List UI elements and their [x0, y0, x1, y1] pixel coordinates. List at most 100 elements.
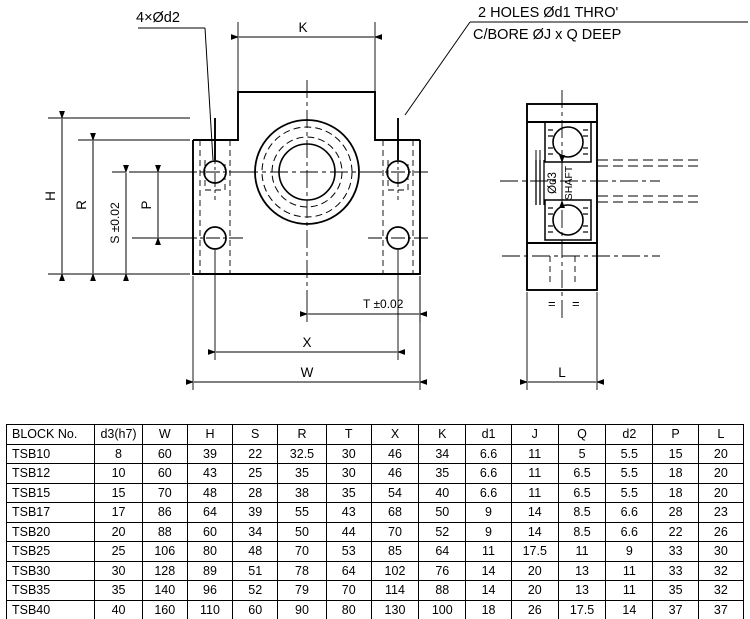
table-cell: 35: [94, 580, 143, 601]
table-cell: 28: [232, 482, 279, 503]
table-cell: 20: [510, 580, 559, 601]
table-cell-block-no: TSB40: [5, 599, 96, 619]
table-cell: 17.5: [557, 599, 607, 619]
table-cell: 13: [557, 560, 607, 581]
table-cell: 68: [370, 502, 420, 523]
table-cell: 35: [277, 463, 327, 484]
table-header-h: H: [186, 424, 234, 445]
table-cell: 52: [232, 580, 279, 601]
table-cell: 76: [418, 560, 467, 581]
label-shaft: SHAFT: [563, 165, 575, 200]
table-cell: 14: [510, 502, 559, 523]
corner-mounting-holes: [203, 160, 410, 250]
table-cell-block-no: TSB30: [5, 560, 96, 581]
table-cell: 8: [94, 443, 143, 464]
table-cell: 52: [418, 521, 467, 542]
table-cell: 30: [697, 541, 745, 562]
label-dimension-k: K: [298, 20, 307, 35]
step-edge-marks: [214, 118, 399, 160]
dimension-k: [231, 22, 382, 92]
dimension-h: [48, 111, 190, 281]
table-cell: 26: [697, 521, 745, 542]
table-cell: 14: [465, 580, 512, 601]
table-cell: 37: [697, 599, 745, 619]
table-cell: 130: [370, 599, 420, 619]
table-cell: 40: [94, 599, 143, 619]
table-cell: 23: [697, 502, 745, 523]
table-cell: 18: [652, 482, 699, 503]
table-cell: 86: [141, 502, 188, 523]
table-cell: 80: [186, 541, 234, 562]
table-cell-block-no: TSB12: [5, 463, 96, 484]
table-cell: 60: [186, 521, 234, 542]
table-cell: 25: [94, 541, 143, 562]
table-cell: 20: [510, 560, 559, 581]
table-cell: 11: [465, 541, 512, 562]
table-cell: 15: [94, 482, 143, 503]
table-header-d1: d1: [465, 424, 512, 445]
table-cell: 5.5: [605, 443, 654, 464]
table-cell: 70: [325, 580, 372, 601]
table-cell: 140: [141, 580, 188, 601]
dimension-p: [132, 165, 190, 245]
table-cell: 40: [418, 482, 467, 503]
table-cell: 6.6: [605, 502, 654, 523]
table-cell: 22: [232, 443, 279, 464]
table-cell: 43: [325, 502, 372, 523]
table-cell: 60: [141, 443, 188, 464]
table-cell: 11: [510, 463, 559, 484]
side-view-section-hatch: [535, 150, 545, 205]
table-header-r: R: [277, 424, 327, 445]
table-cell: 34: [232, 521, 279, 542]
table-cell: 5: [557, 443, 607, 464]
label-symmetry-left: =: [548, 296, 556, 311]
dimension-s: [112, 165, 190, 281]
table-cell: 32: [697, 580, 745, 601]
technical-drawing: 4×Ød2 2 HOLES Ød1 THRO' C/BORE ØJ x Q DE…: [43, 5, 748, 390]
table-cell: 35: [325, 482, 372, 503]
table-cell: 13: [557, 580, 607, 601]
shaft-projection-lines: [598, 159, 700, 203]
table-cell: 35: [652, 580, 699, 601]
table-cell: 80: [325, 599, 372, 619]
label-corner-holes: 4×Ød2: [136, 10, 180, 26]
table-cell: 9: [465, 521, 512, 542]
table-cell: 5.5: [605, 482, 654, 503]
table-header-t: T: [325, 424, 372, 445]
table-cell: 6.6: [465, 482, 512, 503]
table-cell-block-no: TSB15: [5, 482, 96, 503]
table-cell: 20: [94, 521, 143, 542]
table-cell: 20: [697, 482, 745, 503]
table-cell: 102: [370, 560, 420, 581]
table-cell: 25: [232, 463, 279, 484]
table-cell-block-no: TSB25: [5, 541, 96, 562]
table-cell: 50: [277, 521, 327, 542]
table-cell: 6.5: [557, 463, 607, 484]
table-cell: 26: [510, 599, 559, 619]
table-header-p: P: [652, 424, 699, 445]
table-cell: 64: [186, 502, 234, 523]
table-cell: 100: [418, 599, 467, 619]
table-cell-block-no: TSB17: [5, 502, 96, 523]
label-dimension-h: H: [43, 191, 58, 201]
table-header-w: W: [141, 424, 188, 445]
table-header-x: X: [370, 424, 420, 445]
label-dimension-w: W: [301, 365, 314, 380]
table-cell: 20: [697, 463, 745, 484]
label-dimension-r: R: [74, 200, 89, 210]
table-cell: 30: [325, 463, 372, 484]
table-cell-block-no: TSB10: [5, 443, 96, 464]
table-cell: 53: [325, 541, 372, 562]
label-dimension-s: S ±0.02: [108, 202, 122, 244]
hole-centerlines: [183, 150, 430, 239]
table-cell: 14: [605, 599, 654, 619]
table-cell: 34: [418, 443, 467, 464]
